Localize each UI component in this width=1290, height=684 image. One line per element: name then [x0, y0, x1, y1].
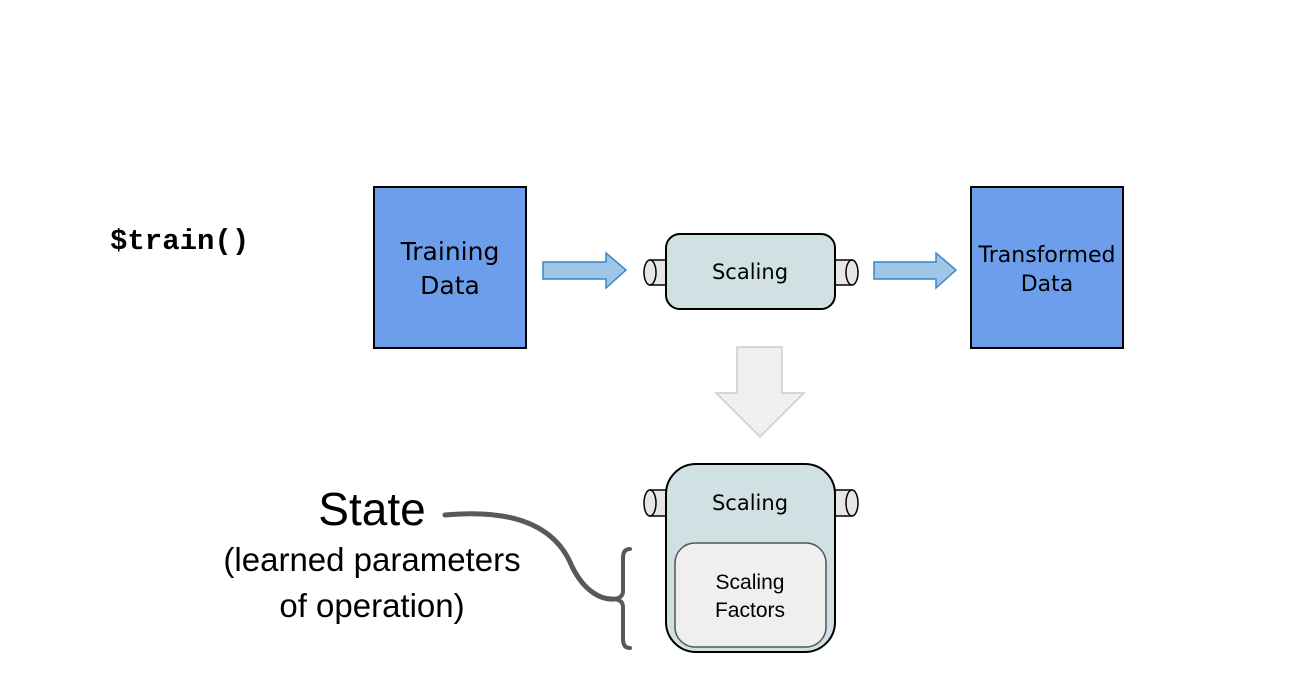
transformed-data-rect	[970, 186, 1124, 349]
training-data-rect	[373, 186, 527, 349]
scaling-operator-body	[665, 233, 836, 310]
flow-arrow-right	[542, 251, 628, 290]
method-label: $train()	[110, 225, 249, 258]
training-data-box: Training Data	[373, 186, 527, 349]
state-connector-line	[442, 511, 617, 602]
training-data-label-line2: Data	[420, 271, 480, 300]
trained-operator-label: Scaling	[712, 491, 788, 515]
transformed-data-box: Transformed Data	[970, 186, 1124, 349]
state-title: State	[318, 483, 425, 535]
state-description-line1: (learned parameters	[223, 541, 520, 578]
result-arrow-down	[714, 346, 806, 439]
flow-arrow-right	[873, 251, 958, 290]
transformed-data-label-line1: Transformed	[978, 243, 1116, 268]
state-box	[674, 542, 827, 648]
trained-scaling-operator: Scaling Scaling Factors	[643, 463, 859, 653]
scaling-operator: Scaling	[643, 233, 859, 310]
scaling-operator-label: Scaling	[712, 260, 788, 284]
state-label-line2: Factors	[715, 599, 785, 622]
transformed-data-label-line2: Data	[1021, 272, 1074, 297]
state-description-line2: of operation)	[279, 587, 464, 624]
training-data-label-line1: Training	[400, 237, 500, 266]
state-label-line1: Scaling	[716, 571, 785, 594]
